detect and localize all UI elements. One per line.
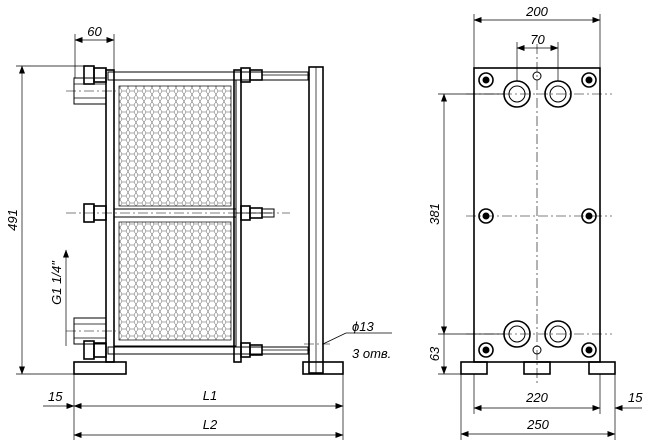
fixed-frame-plate xyxy=(105,69,115,363)
dim-length-l2: L2 xyxy=(203,417,218,432)
plate-pack-lower-pattern xyxy=(118,221,232,341)
front-foot xyxy=(73,361,127,375)
front-middle-support xyxy=(523,361,551,375)
bottom-guide-bar-end xyxy=(532,345,542,355)
side-view xyxy=(66,65,344,375)
pressure-plate xyxy=(233,69,242,363)
dim-side-height: 491 xyxy=(5,209,20,231)
front-view xyxy=(460,44,616,384)
plate-pack-upper-pattern xyxy=(118,85,232,207)
front-left-foot xyxy=(460,361,488,375)
side-view-dimensions: 60 491 G1 1/4" ϕ13 3 отв. 15 L1 L2 xyxy=(5,24,392,440)
dim-port-spacing: 70 xyxy=(530,32,545,47)
front-ports xyxy=(503,80,572,348)
dim-side-offset: 15 xyxy=(48,389,63,404)
dim-base-height: 63 xyxy=(427,346,442,361)
front-tie-bolts xyxy=(478,72,597,358)
dim-port-height: 381 xyxy=(427,203,442,225)
port-connections xyxy=(73,77,107,345)
top-guide-bar-end xyxy=(532,71,542,81)
dim-base-width: 220 xyxy=(525,390,548,405)
front-view-dimensions: 200 70 381 63 220 15 250 xyxy=(427,4,643,440)
dim-port-thread: G1 1/4" xyxy=(49,260,64,305)
dim-hole-diameter: ϕ13 xyxy=(352,319,374,334)
rear-foot xyxy=(302,361,344,375)
dim-front-total-width: 250 xyxy=(526,417,549,432)
dim-front-right-offset: 15 xyxy=(628,390,643,405)
dim-length-l1: L1 xyxy=(203,388,217,403)
front-right-foot xyxy=(588,361,616,375)
dim-hole-count: 3 отв. xyxy=(352,346,391,361)
dim-side-top-width: 60 xyxy=(87,24,102,39)
dim-front-width: 200 xyxy=(525,4,548,19)
